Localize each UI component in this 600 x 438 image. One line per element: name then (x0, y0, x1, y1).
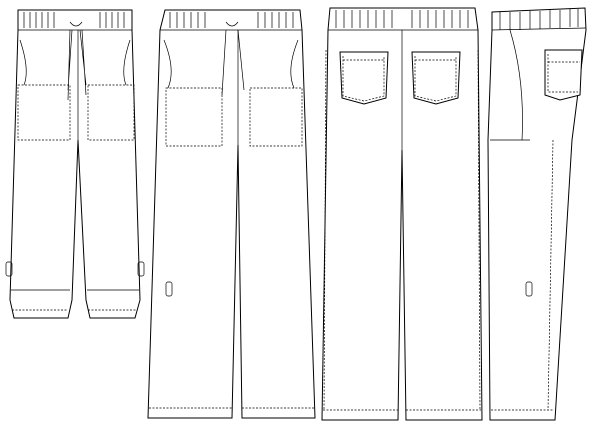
front-full-view (147, 9, 316, 419)
front-cropped-view (5, 9, 145, 319)
side-view (487, 7, 587, 421)
back-view (321, 7, 483, 421)
